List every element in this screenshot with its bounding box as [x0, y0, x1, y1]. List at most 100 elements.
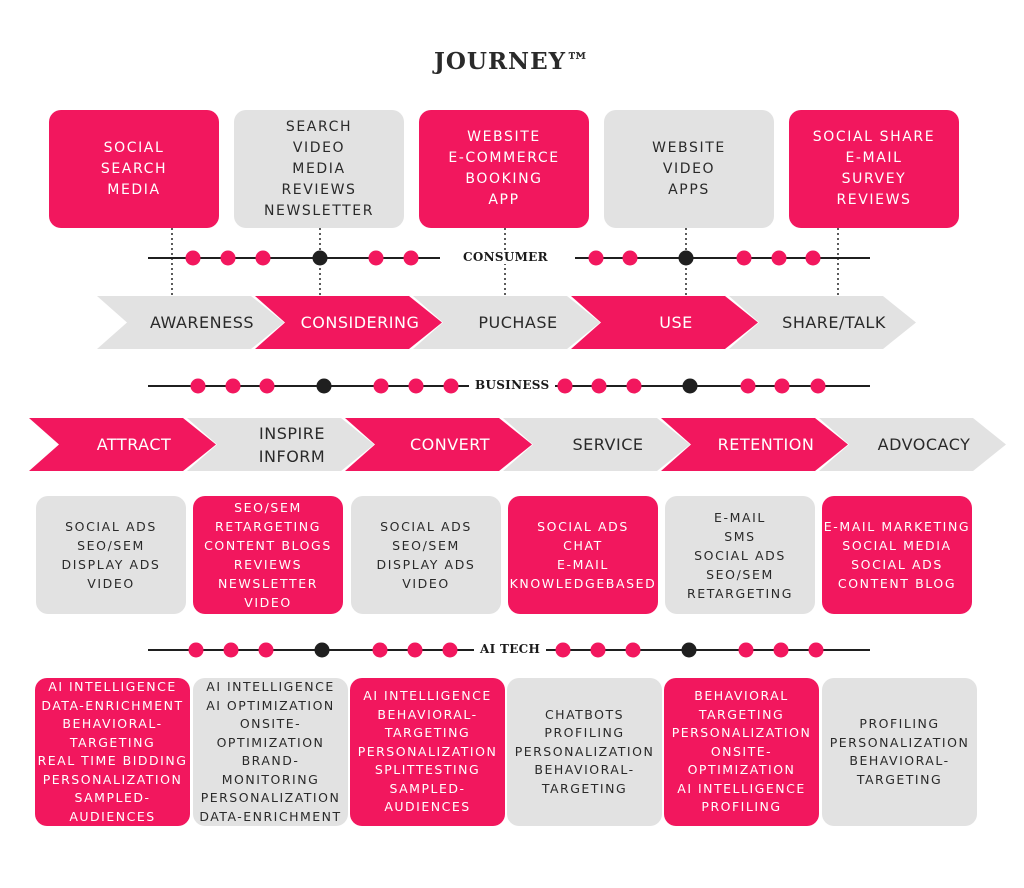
tactic-text: VIDEO — [244, 595, 292, 610]
tactic-text: VIDEO — [402, 576, 450, 591]
ai-tech-text: AUDIENCES — [384, 799, 471, 815]
ai-tech-text: REAL TIME BIDDING — [37, 753, 188, 768]
tactic-text: CONTENT BLOG — [837, 576, 957, 591]
consumer-stage-label: PUCHASE — [443, 296, 593, 349]
business-stage-text: ATTRACT — [96, 435, 172, 454]
ai-tech-text: PERSONALIZATION — [357, 743, 498, 759]
tactic-text: KNOWLEDGEBASED — [509, 576, 657, 591]
ai-tech-text: PROFILING — [859, 716, 940, 731]
channel-text: MEDIA — [107, 181, 161, 198]
business-stage-label: RETENTION — [691, 418, 841, 471]
business-stage-text: INSPIRE — [259, 423, 325, 443]
tactic-text: SOCIAL ADS — [380, 519, 472, 534]
ai-tech-text: TARGETING — [698, 706, 785, 722]
ai-tech-text: PERSONALIZATION — [42, 771, 183, 787]
tactic-text: SMS — [724, 528, 756, 544]
ai-tech-text: BEHAVIORAL- — [62, 716, 163, 731]
ai-timeline-dot — [773, 642, 789, 658]
ai-tech-axis-label: AI TECH — [474, 642, 547, 656]
ai-timeline-dot — [188, 642, 204, 658]
tactic-text: VIDEO — [87, 576, 135, 591]
channel-text: SOCIAL — [103, 139, 165, 156]
page-title: JOURNEY™ — [433, 48, 591, 75]
business-timeline-dot — [259, 378, 275, 394]
channel-text: REVIEWS — [836, 192, 912, 208]
ai-tech-text: BRAND- — [241, 753, 300, 768]
consumer-stage-label: USE — [601, 296, 751, 349]
ai-tech-text: SAMPLED- — [74, 790, 151, 805]
business-timeline-dot — [774, 378, 790, 394]
channel-text: REVIEWS — [281, 181, 357, 198]
ai-timeline-dot — [590, 642, 606, 658]
business-stage-text: ADVOCACY — [877, 435, 971, 454]
ai-tech-text: DATA-ENRICHMENT — [199, 808, 342, 824]
consumer-stage-text: USE — [659, 313, 693, 332]
ai-tech-text: BEHAVIORAL- — [534, 762, 635, 778]
tactic-text: DISPLAY ADS — [61, 557, 161, 572]
business-stage-text: INFORM — [258, 446, 326, 466]
channel-text: VIDEO — [662, 160, 716, 177]
business-stage-text: CONVERT — [409, 435, 490, 454]
business-timeline-dot — [373, 378, 389, 394]
ai-tech-text: ONSITE- — [710, 743, 773, 759]
consumer-timeline-dot — [588, 250, 604, 266]
consumer-stage-text: SHARE/TALK — [782, 313, 886, 332]
consumer-stage-text: AWARENESS — [149, 313, 255, 332]
business-timeline-dot — [740, 378, 756, 394]
ai-tech-text: TARGETING — [384, 725, 471, 741]
channel-text: WEBSITE — [652, 139, 726, 156]
ai-tech-text: AI INTELLIGENCE — [677, 780, 806, 796]
ai-tech-text: AI INTELLIGENCE — [363, 688, 492, 704]
channel-text: SOCIAL SHARE — [812, 129, 936, 145]
ai-tech-text: TARGETING — [856, 771, 943, 787]
ai-tech-text: PROFILING — [544, 725, 625, 741]
business-timeline-dot — [190, 378, 206, 394]
channel-text: NEWSLETTER — [263, 202, 375, 219]
consumer-stage-label: CONSIDERING — [285, 296, 435, 349]
tactic-text: CHAT — [563, 538, 603, 553]
ai-tech-text: TARGETING — [69, 734, 156, 750]
tactic-text: E-MAIL MARKETING — [823, 519, 971, 534]
ai-tech-text: AUDIENCES — [69, 808, 156, 824]
ai-tech-box: AI INTELLIGENCE BEHAVIORAL- TARGETING PERSO… — [350, 678, 505, 826]
consumer-stage-text: CONSIDERING — [300, 313, 420, 332]
business-timeline-dot — [626, 378, 642, 394]
consumer-timeline-dot — [403, 250, 419, 266]
consumer-timeline-dot — [185, 250, 201, 266]
tactic-text: SOCIAL ADS — [851, 557, 943, 572]
ai-tech-text: SPLITTESTING — [374, 762, 481, 778]
ai-tech-text: AI INTELLIGENCE — [48, 679, 177, 694]
ai-timeline-dot — [372, 642, 388, 658]
tactic-text: SOCIAL ADS — [694, 547, 786, 563]
ai-tech-text: AI INTELLIGENCE — [206, 679, 335, 694]
business-timeline-marker-dot — [682, 378, 698, 394]
tactic-text: DISPLAY ADS — [376, 557, 476, 572]
channel-text: APP — [488, 192, 520, 208]
channel-text: SEARCH — [100, 160, 168, 177]
business-timeline-dot — [810, 378, 826, 394]
consumer-timeline-marker-dot — [678, 250, 694, 266]
ai-tech-text: BEHAVIORAL- — [377, 706, 478, 722]
ai-tech-text: OPTIMIZATION — [216, 734, 325, 750]
ai-tech-text: SAMPLED- — [389, 780, 466, 796]
tactic-text: SOCIAL MEDIA — [842, 538, 952, 553]
business-timeline-dot — [225, 378, 241, 394]
tactic-text: SEO/SEM — [234, 500, 302, 515]
channel-text: E-MAIL — [845, 150, 903, 166]
ai-tech-text: PERSONALIZATION — [671, 725, 812, 741]
tactic-text: CONTENT BLOGS — [204, 538, 332, 553]
tactic-text: E-MAIL — [557, 557, 609, 572]
tactic-text: E-MAIL — [714, 509, 766, 525]
business-stage-text: SERVICE — [572, 435, 644, 454]
tactic-text: REVIEWS — [233, 557, 303, 572]
ai-timeline-dot — [223, 642, 239, 658]
channel-text: WEBSITE — [467, 129, 541, 145]
tactic-box: E-MAIL MARKETING SOCIAL MEDIA SOCIAL ADS CO… — [822, 496, 972, 614]
